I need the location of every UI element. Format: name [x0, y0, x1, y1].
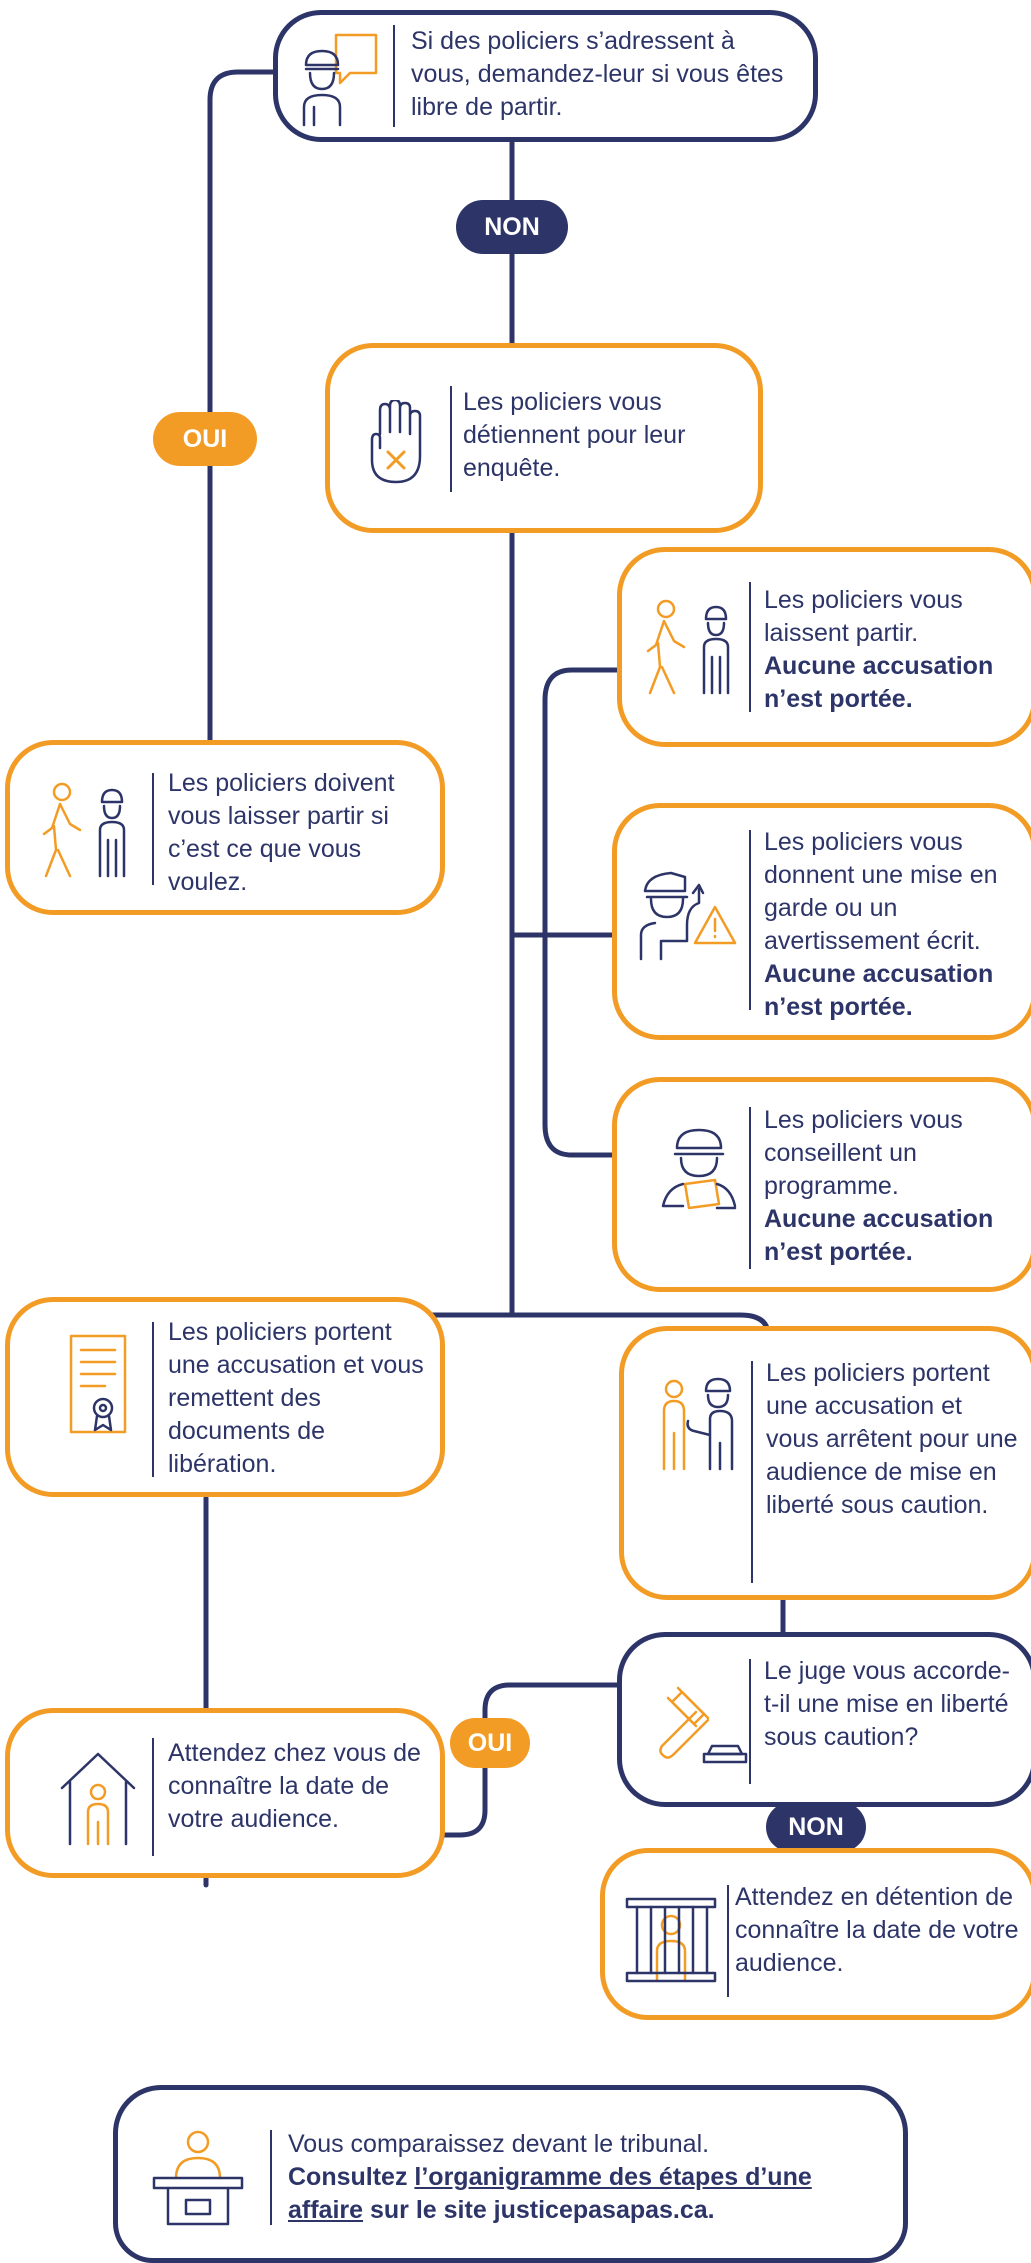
- charge-release-text: Les policiers portent une accusation et …: [168, 1318, 424, 1478]
- house-person-icon: [60, 1752, 136, 1846]
- separator: [749, 582, 751, 712]
- label-non-top: NON: [456, 200, 568, 254]
- police-speech-icon: [302, 33, 378, 127]
- wait-detention-text: Attendez en détention de connaître la da…: [735, 1883, 1019, 1977]
- detain-step-box: Les policiers vous détiennent pour leur …: [325, 343, 763, 533]
- label-non-bail: NON: [766, 1802, 866, 1852]
- stop-hand-icon: [370, 400, 422, 484]
- outcome-warning-text: Les policiers vous donnent une mise en g…: [764, 826, 1026, 1024]
- start-step-text: Si des policiers s’adressent à vous, dem…: [411, 27, 784, 121]
- walking-person-police-icon: [646, 599, 730, 695]
- jail-icon: [625, 1897, 717, 1983]
- court-cta-link[interactable]: l’organigramme des étapes d’une affaire: [288, 2163, 812, 2224]
- court-step-box: Vous comparaissez devant le tribunal. Co…: [113, 2085, 908, 2263]
- separator: [152, 773, 154, 885]
- outcome-released-box: Les policiers vous laissent partir. Aucu…: [617, 547, 1031, 747]
- separator: [749, 1107, 751, 1269]
- separator: [749, 830, 751, 1010]
- separator: [749, 1659, 751, 1784]
- outcome-program-box: Les policiers vous conseillent un progra…: [612, 1077, 1031, 1292]
- wait-home-text: Attendez chez vous de connaître la date …: [168, 1739, 421, 1833]
- separator: [152, 1738, 154, 1856]
- court-cta-prefix: Consultez: [288, 2163, 415, 2191]
- police-document-icon: [661, 1128, 737, 1210]
- label-oui-left: OUI: [153, 412, 257, 466]
- outcome-program-text: Les policiers vous conseillent un progra…: [764, 1104, 1026, 1269]
- outcome-program-bold: Aucune accusation n’est portée.: [764, 1205, 994, 1266]
- label-oui-bail: OUI: [450, 1718, 530, 1768]
- police-warning-icon: [639, 871, 737, 961]
- charge-release-box: Les policiers portent une accusation et …: [5, 1297, 445, 1497]
- gavel-icon: [659, 1686, 748, 1764]
- court-cta-suffix: sur le site justicepasapas.ca.: [363, 2196, 715, 2224]
- separator: [450, 386, 452, 492]
- certificate-icon: [69, 1334, 127, 1434]
- wait-home-box: Attendez chez vous de connaître la date …: [5, 1708, 445, 1878]
- court-step-text: Vous comparaissez devant le tribunal. Co…: [288, 2128, 868, 2227]
- outcome-released-bold: Aucune accusation n’est portée.: [764, 652, 994, 713]
- courtroom-speaker-icon: [152, 2130, 244, 2226]
- charge-arrest-box: Les policiers portent une accusation et …: [619, 1326, 1031, 1600]
- separator: [152, 1322, 154, 1477]
- outcome-warning-bold: Aucune accusation n’est portée.: [764, 960, 994, 1021]
- separator: [751, 1361, 753, 1583]
- let-go-step-text: Les policiers doivent vous laisser parti…: [168, 769, 395, 896]
- let-go-step-box: Les policiers doivent vous laisser parti…: [5, 740, 445, 915]
- arrest-icon: [662, 1377, 734, 1471]
- separator: [270, 2130, 272, 2225]
- court-main-text: Vous comparaissez devant le tribunal.: [288, 2130, 710, 2158]
- start-step-box: Si des policiers s’adressent à vous, dem…: [273, 10, 818, 142]
- outcome-warning-box: Les policiers vous donnent une mise en g…: [612, 803, 1031, 1040]
- separator: [727, 1885, 729, 1997]
- outcome-released-text: Les policiers vous laissent partir. Aucu…: [764, 584, 1024, 716]
- walking-person-police-icon: [42, 782, 126, 878]
- detain-step-text: Les policiers vous détiennent pour leur …: [463, 388, 686, 482]
- outcome-program-main: Les policiers vous conseillent un progra…: [764, 1106, 963, 1200]
- charge-arrest-text: Les policiers portent une accusation et …: [766, 1359, 1018, 1519]
- wait-detention-box: Attendez en détention de connaître la da…: [600, 1848, 1031, 2020]
- bail-question-text: Le juge vous accorde-t-il une mise en li…: [764, 1657, 1010, 1751]
- separator: [393, 25, 395, 127]
- outcome-released-main: Les policiers vous laissent partir.: [764, 586, 963, 647]
- outcome-warning-main: Les policiers vous donnent une mise en g…: [764, 828, 998, 955]
- bail-question-box: Le juge vous accorde-t-il une mise en li…: [617, 1632, 1031, 1807]
